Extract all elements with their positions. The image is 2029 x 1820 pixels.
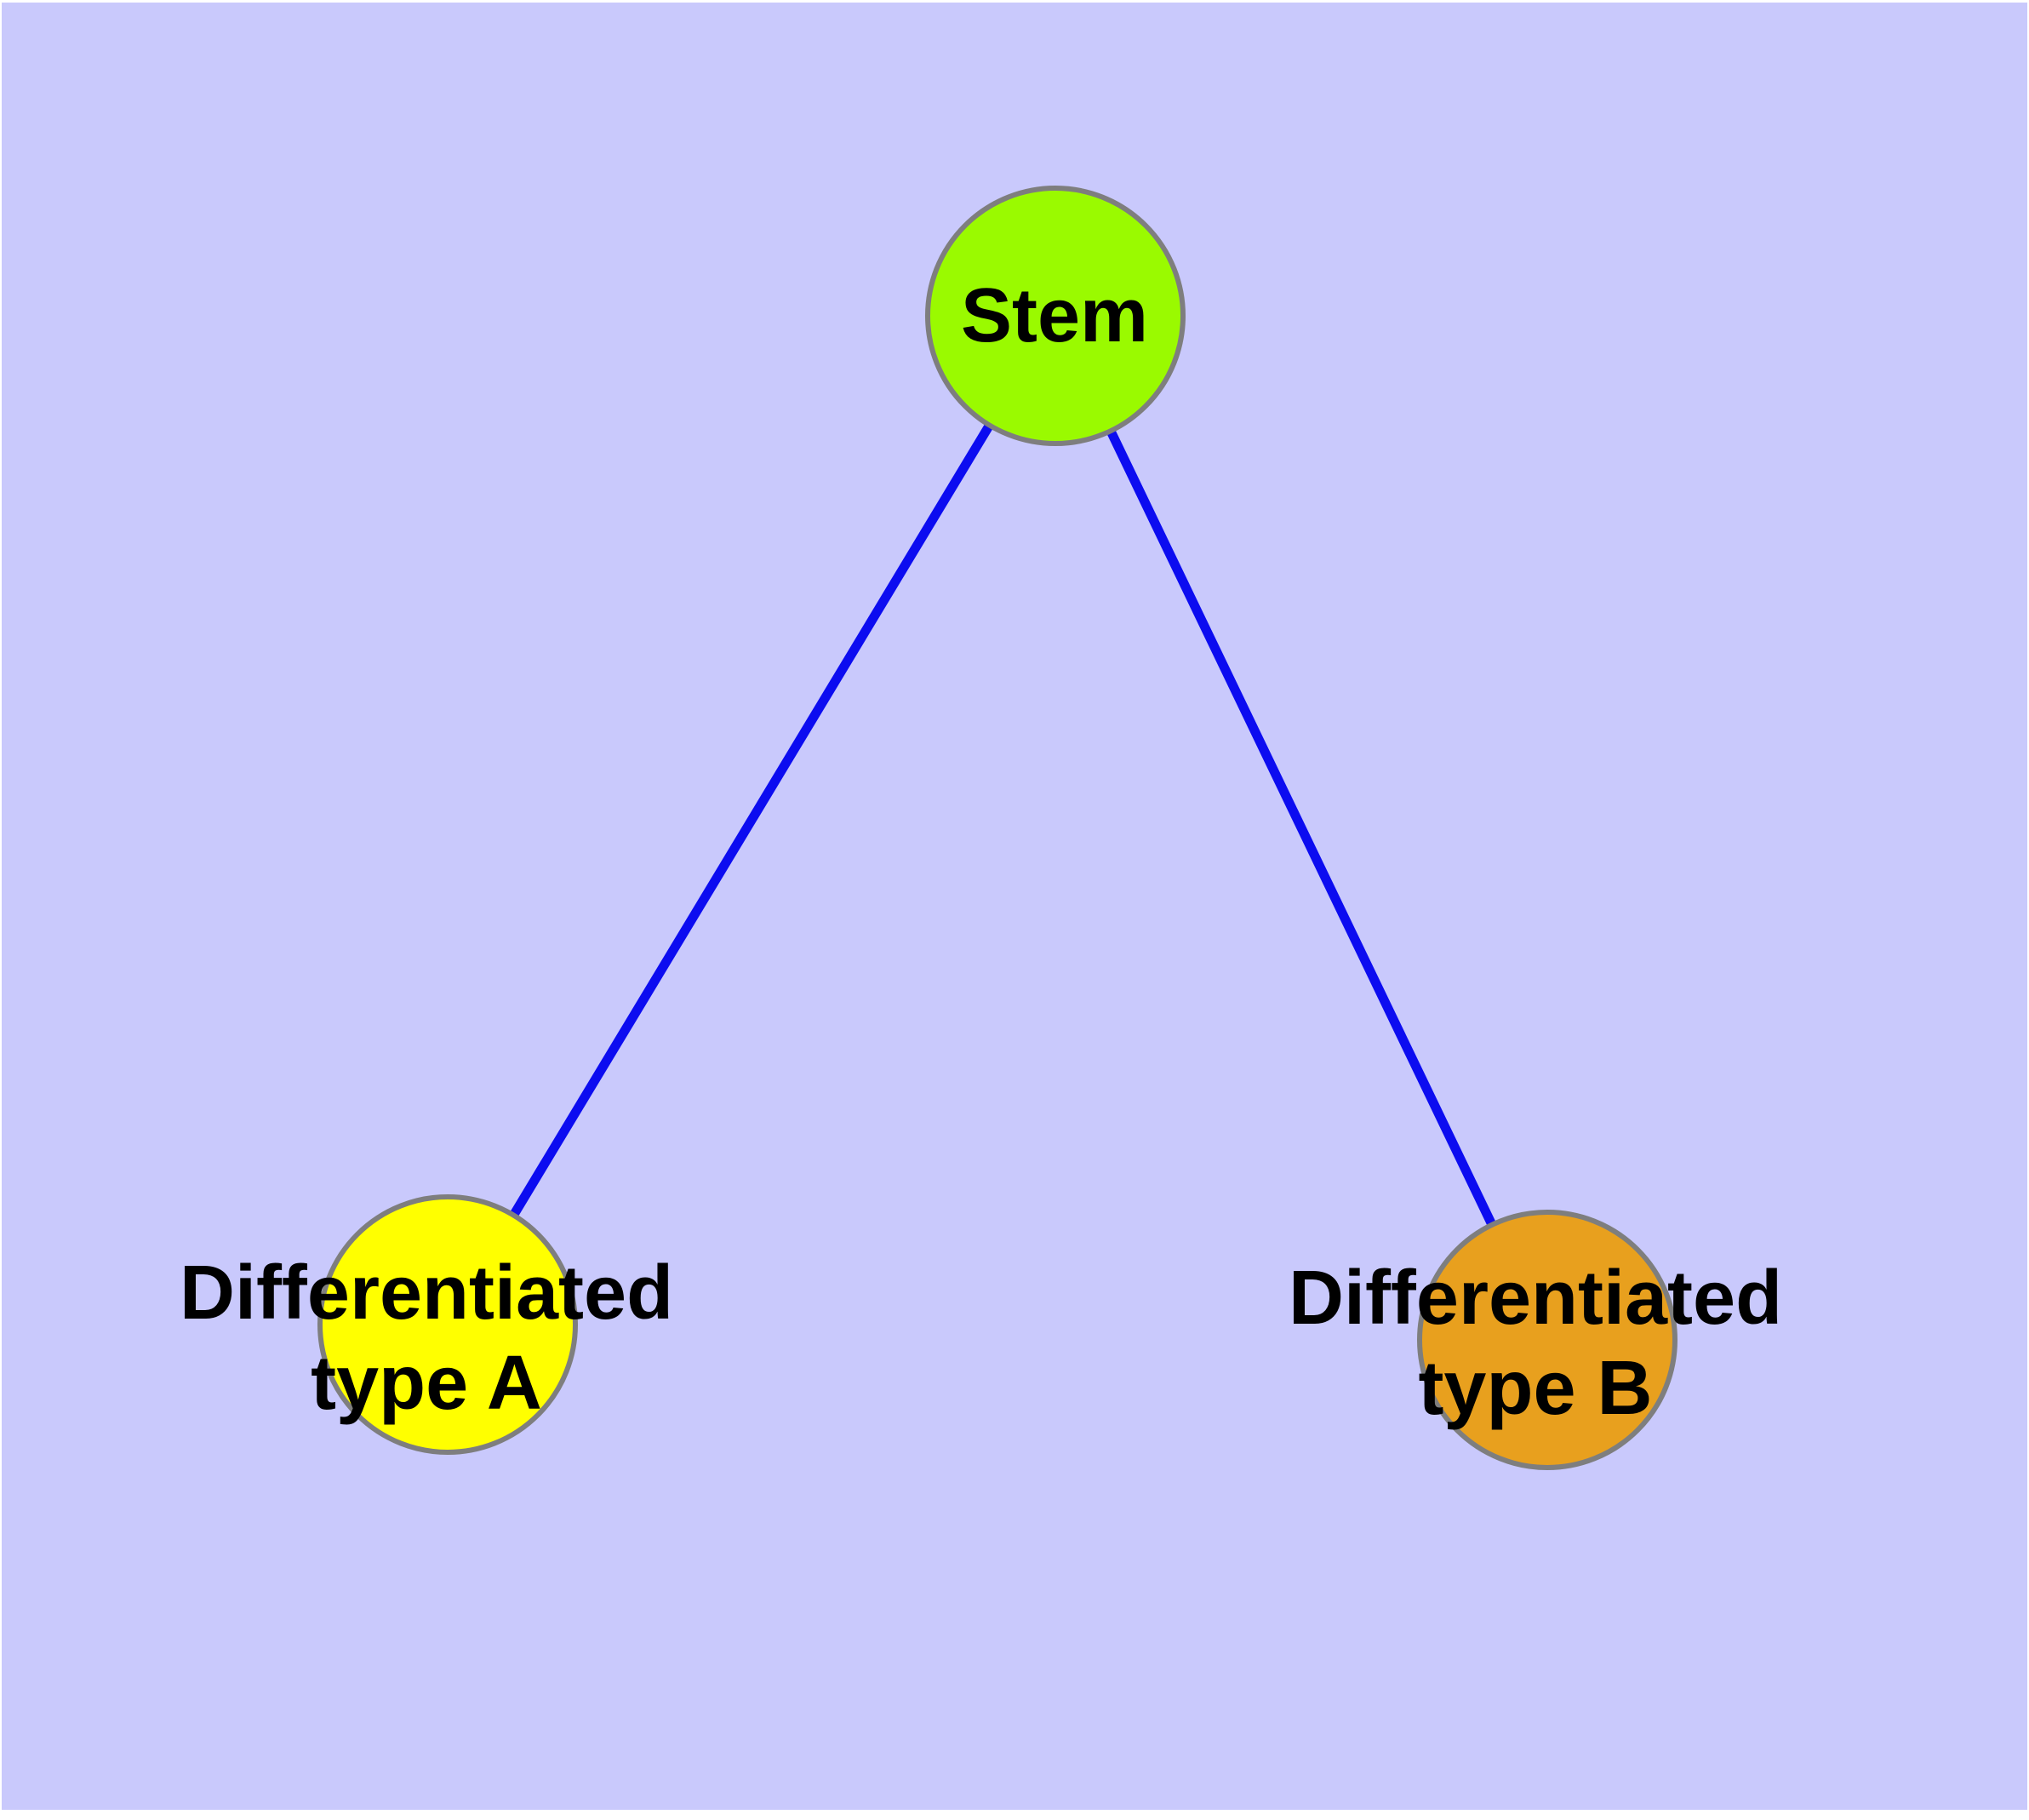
node-type-a-label: Differentiated type A	[179, 1250, 674, 1426]
node-stem-label: Stem	[960, 272, 1149, 358]
node-stem-circle	[925, 186, 1186, 446]
edge-stem-to-type-a	[443, 313, 1060, 1327]
node-type-a-circle	[317, 1194, 578, 1455]
node-type-b-circle	[1417, 1210, 1677, 1470]
edge-stem-to-type-b	[1051, 313, 1552, 1342]
node-type-b-label: Differentiated type B	[1288, 1255, 1783, 1431]
